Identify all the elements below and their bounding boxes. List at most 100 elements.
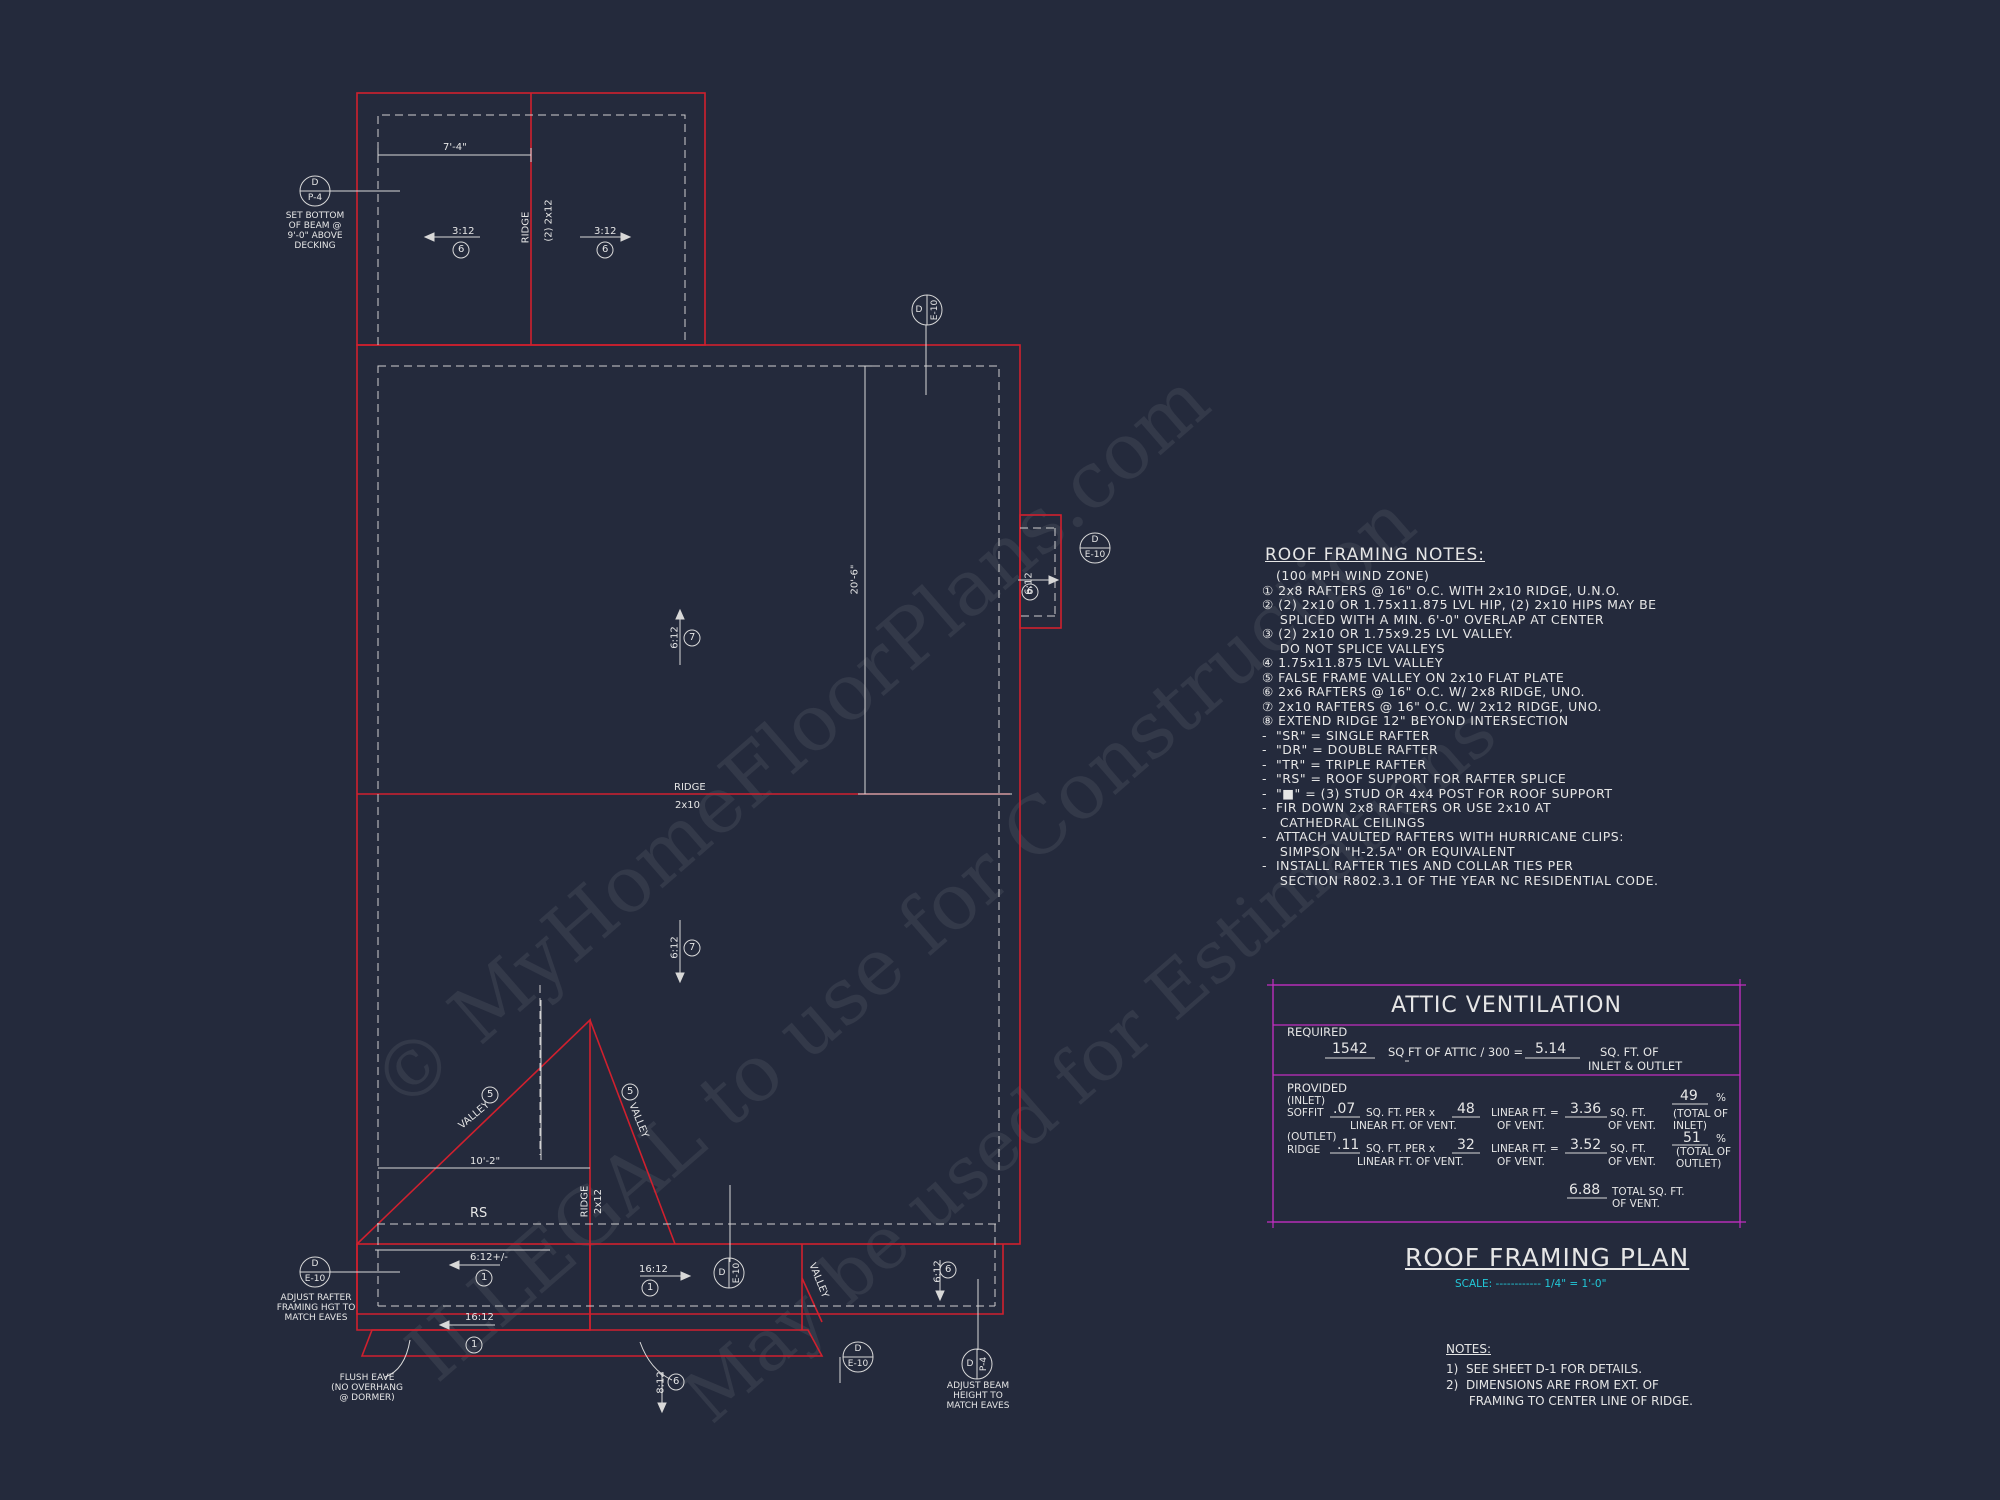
attic-ridge-rate: .11 <box>1337 1137 1360 1153</box>
callout-p4-7: P-4 <box>979 1356 989 1372</box>
attic-linear-text-2: LINEAR FT. = <box>1491 1143 1559 1155</box>
pitch-bottom-right: 6:12 <box>932 1260 944 1283</box>
dim-lower: 10'-2" <box>470 1156 501 1167</box>
attic-soffit-pct: 49 <box>1680 1088 1698 1104</box>
roof-note-line: SIMPSON "H-2.5A" OR EQUIVALENT <box>1262 843 1515 859</box>
dim-vertical: 20'-6" <box>849 564 861 595</box>
footer-note-line: 1) SEE SHEET D-1 FOR DETAILS. <box>1446 1362 1643 1376</box>
roof-note-line: ⑤ FALSE FRAME VALLEY ON 2x10 FLAT PLATE <box>1262 669 1565 685</box>
attic-total-of-outlet2: OUTLET) <box>1676 1158 1722 1170</box>
callout-d-5: D <box>718 1268 726 1278</box>
roof-note-line: - ATTACH VAULTED RAFTERS WITH HURRICANE … <box>1262 829 1624 844</box>
pitch-main-lower: 6:12 <box>669 936 681 959</box>
pitch-bottom-center: 8:12 <box>655 1371 667 1394</box>
plan-scale: SCALE: ------------ 1/4" = 1'-0" <box>1455 1278 1607 1290</box>
attic-total-of-outlet: (TOTAL OF <box>1676 1146 1732 1158</box>
attic-soffit-total: 3.36 <box>1570 1101 1602 1117</box>
callout-d-4: D <box>311 1259 319 1269</box>
roof-note-line: ③ (2) 2x10 OR 1.75x9.25 LVL VALLEY. <box>1262 626 1514 641</box>
attic-pct-sign-2: % <box>1716 1133 1726 1145</box>
tag-circles <box>452 241 1039 1391</box>
pitch-arrows <box>423 232 1060 1414</box>
roof-note-line: - "RS" = ROOF SUPPORT FOR RAFTER SPLICE <box>1262 771 1567 786</box>
roof-note-line: SECTION R802.3.1 OF THE YEAR NC RESIDENT… <box>1262 872 1659 888</box>
attic-total-of-inlet: (TOTAL OF <box>1673 1108 1729 1120</box>
tag-7-b: 7 <box>689 942 696 953</box>
attic-title: ATTIC VENTILATION <box>1391 993 1622 1018</box>
attic-ridge-pct: 51 <box>1683 1130 1701 1146</box>
callout-e10-5: E-10 <box>732 1262 742 1284</box>
attic-linear-text2-1: OF VENT. <box>1497 1120 1545 1132</box>
plan-title: ROOF FRAMING PLAN <box>1405 1243 1690 1272</box>
ridge-mid-label: RIDGE <box>674 782 706 793</box>
attic-required-unit: SQ. FT. OF <box>1600 1045 1659 1059</box>
attic-linear-text2-2: OF VENT. <box>1497 1156 1545 1168</box>
pitch-lower-left: 6:12+/- <box>470 1252 508 1263</box>
tag-1-b: 1 <box>647 1282 654 1293</box>
callout-p4-1: P-4 <box>307 193 323 203</box>
tag-6-right: 6 <box>945 1264 952 1275</box>
roof-note-line: - "DR" = DOUBLE RAFTER <box>1262 742 1439 757</box>
tag-5-left: 5 <box>487 1089 494 1100</box>
attic-sqft-attic: 1542 <box>1332 1041 1368 1057</box>
dim-top: 7'-4" <box>443 142 467 153</box>
callout-d-1: D <box>311 178 319 188</box>
roof-note-line: ④ 1.75x11.875 LVL VALLEY <box>1262 655 1443 670</box>
pitch-left-top: 3:12 <box>452 226 475 237</box>
attic-soffit-rate: .07 <box>1333 1101 1356 1117</box>
roof-note-line: - INSTALL RAFTER TIES AND COLLAR TIES PE… <box>1262 858 1574 873</box>
attic-sqft-attic-text: SQ FT OF ATTIC / 300 = <box>1388 1045 1524 1059</box>
tag-6-b: 6 <box>602 244 609 255</box>
roof-note-line: ⑧ EXTEND RIDGE 12" BEYOND INTERSECTION <box>1262 713 1569 728</box>
callout-d-2: D <box>915 305 923 315</box>
tag-6-bump: 6 <box>1027 586 1034 597</box>
attic-outlet-label: (OUTLET) <box>1287 1131 1337 1143</box>
callout-d-7: D <box>966 1359 974 1369</box>
roof-note-line: (100 MPH WIND ZONE) <box>1276 568 1430 583</box>
callout-d-6: D <box>854 1344 862 1354</box>
attic-ridge-linear: 32 <box>1457 1137 1475 1153</box>
attic-ventilation-frame <box>1267 979 1746 1228</box>
attic-sqft-text-2: SQ. FT. <box>1610 1143 1646 1155</box>
ridge-lower-size: 2x12 <box>593 1188 605 1215</box>
attic-required-value: 5.14 <box>1535 1041 1567 1057</box>
attic-value-underlines <box>1325 1057 1708 1199</box>
roof-note-line: ① 2x8 RAFTERS @ 16" O.C. WITH 2x10 RIDGE… <box>1262 582 1620 598</box>
tag-6-a: 6 <box>458 244 465 255</box>
rs-label: RS <box>470 1206 488 1221</box>
roof-note-line: - "TR" = TRIPLE RAFTER <box>1262 756 1427 772</box>
tag-6-bottom: 6 <box>673 1376 680 1387</box>
attic-per-text2-1: LINEAR FT. OF VENT. <box>1350 1120 1457 1132</box>
roof-note-line: ⑦ 2x10 RAFTERS @ 16" O.C. W/ 2x12 RIDGE,… <box>1262 698 1602 714</box>
callout-d-3: D <box>1091 535 1099 545</box>
tag-1-c: 1 <box>471 1339 478 1350</box>
pitch-right-top: 3:12 <box>594 226 617 237</box>
ridge-lower-label: RIDGE <box>579 1185 591 1218</box>
ridge-top-label: RIDGE <box>520 211 532 244</box>
attic-required-label: REQUIRED <box>1287 1025 1348 1039</box>
roof-note-line: - "■" = (3) STUD OR 4x4 POST FOR ROOF SU… <box>1262 785 1613 801</box>
attic-soffit-label: SOFFIT <box>1287 1107 1324 1119</box>
roof-note-line: SPLICED WITH A MIN. 6'-0" OVERLAP AT CEN… <box>1262 611 1605 627</box>
attic-ridge-label: RIDGE <box>1287 1144 1321 1156</box>
footer-notes-title: NOTES: <box>1446 1342 1491 1356</box>
attic-pct-sign-1: % <box>1716 1092 1726 1104</box>
attic-linear-text-1: LINEAR FT. = <box>1491 1107 1559 1119</box>
attic-sqft-text2-2: OF VENT. <box>1608 1156 1656 1168</box>
attic-per-text2-2: LINEAR FT. OF VENT. <box>1357 1156 1464 1168</box>
roof-notes-list: (100 MPH WIND ZONE) ① 2x8 RAFTERS @ 16" … <box>1262 568 1659 888</box>
footer-note-line: FRAMING TO CENTER LINE OF RIDGE. <box>1446 1394 1693 1408</box>
tag-1-a: 1 <box>481 1272 488 1283</box>
roof-note-line: ② (2) 2x10 OR 1.75x11.875 LVL HIP, (2) 2… <box>1262 597 1657 612</box>
roof-note-line: - "SR" = SINGLE RAFTER <box>1262 727 1430 743</box>
attic-per-text-1: SQ. FT. PER x <box>1366 1107 1436 1119</box>
pitch-bottom: 16:12 <box>465 1312 494 1323</box>
pitch-main-upper: 6:12 <box>669 626 681 649</box>
attic-total-text: TOTAL SQ. FT. <box>1612 1186 1685 1198</box>
section-callouts <box>299 175 1111 1380</box>
attic-soffit-linear: 48 <box>1457 1101 1475 1117</box>
tag-7-a: 7 <box>689 632 696 643</box>
ridge-mid-size: 2x10 <box>675 800 701 811</box>
